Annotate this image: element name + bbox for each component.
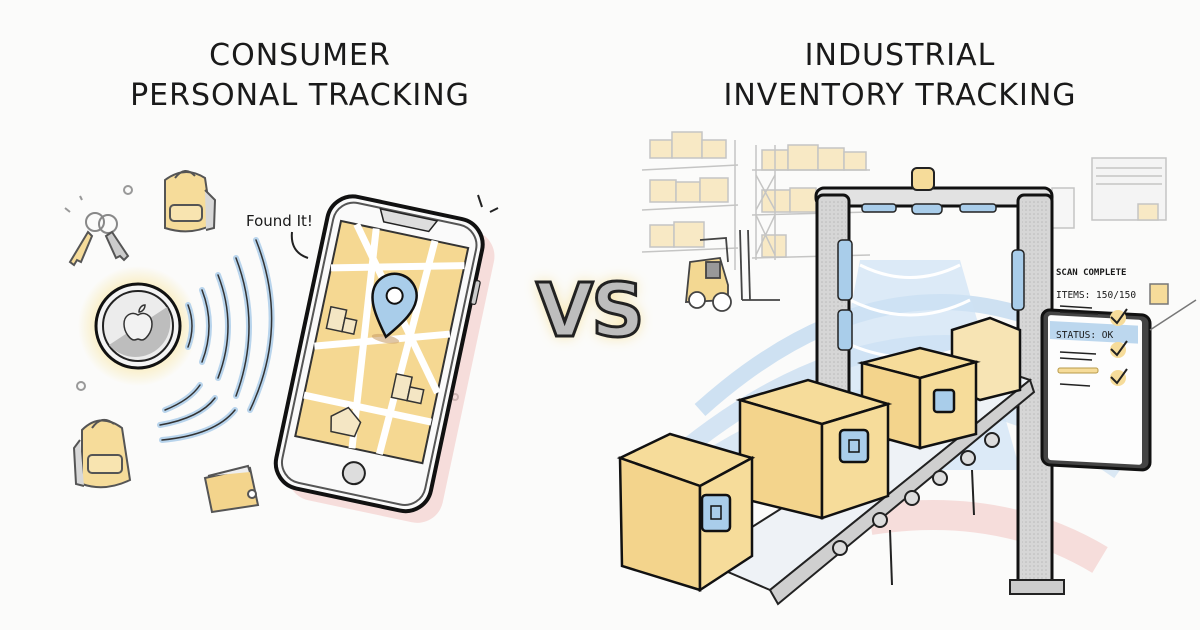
title-line-2: PERSONAL TRACKING <box>130 78 470 113</box>
industrial-title: INDUSTRIAL INVENTORY TRACKING <box>690 36 1110 116</box>
vs-label: VS <box>535 267 647 356</box>
scan-panel-header: SCAN COMPLETE <box>1056 268 1127 278</box>
scan-display <box>1040 305 1152 472</box>
package-box <box>857 346 981 450</box>
home-button <box>341 461 366 486</box>
forklift-icon <box>685 229 780 312</box>
found-it-callout: Found It! <box>246 212 313 230</box>
title-line-1: INDUSTRIAL <box>804 38 996 73</box>
rfid-tag-icon <box>838 428 870 464</box>
backpack-icon <box>72 418 132 489</box>
package-box <box>1149 283 1197 331</box>
consumer-title: CONSUMER PERSONAL TRACKING <box>90 36 510 116</box>
airtag-icon <box>94 282 182 370</box>
package-box <box>616 432 756 593</box>
wallet-icon <box>203 464 260 514</box>
scan-panel-status: STATUS: OK <box>1056 330 1114 341</box>
package-box <box>735 378 893 520</box>
keys-icon <box>68 212 130 267</box>
warehouse-shelves <box>641 131 1167 270</box>
motion-lines <box>477 194 499 213</box>
check-icon <box>1110 308 1128 386</box>
scan-panel-items: ITEMS: 150/150 <box>1056 290 1137 301</box>
map-pin-icon <box>371 272 418 339</box>
rfid-tag-icon <box>932 388 956 414</box>
title-line-2: INVENTORY TRACKING <box>723 78 1077 113</box>
callout-pointer <box>290 231 309 259</box>
beacon-light <box>911 167 935 191</box>
title-line-1: CONSUMER <box>209 38 391 73</box>
rfid-tag-icon <box>700 493 732 533</box>
signal-waves <box>157 237 275 443</box>
smartphone-icon <box>273 194 495 523</box>
backpack-icon <box>164 170 217 233</box>
